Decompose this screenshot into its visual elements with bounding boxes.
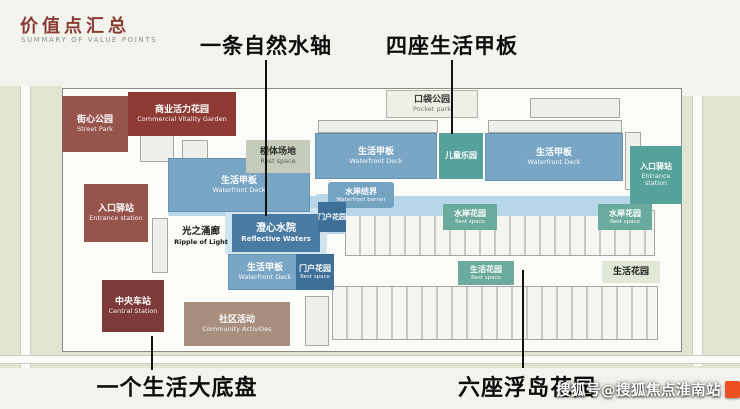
residential-row — [332, 286, 658, 340]
zone-label-en: Community Activities — [202, 324, 272, 333]
zone-label-en: Reflective Waters — [241, 235, 311, 244]
zone-label: 生活甲板 — [357, 146, 394, 157]
callout-line-island-gardens — [522, 270, 524, 368]
zone-label: 光之涌廊 — [181, 226, 220, 238]
zone-commercial-garden: 商业活力花园 Commercial Vitality Garden — [128, 92, 236, 136]
building-footprint — [530, 98, 620, 118]
zone-label-en: Rest space — [455, 218, 485, 225]
road — [692, 96, 703, 366]
zone-label-en: Rest space — [471, 274, 501, 281]
zone-ripple-of-light: 光之涌廊 Ripple of Light — [168, 220, 234, 254]
callout-water-axis: 一条自然水轴 — [200, 34, 332, 58]
zone-label-en: Waterfront Deck — [212, 185, 266, 194]
zone-label: 入口驿站 — [640, 162, 672, 172]
zone-label: 生活花园 — [612, 266, 649, 277]
zone-label-en: Ripple of Light — [174, 238, 228, 247]
callout-life-decks: 四座生活甲板 — [386, 34, 518, 58]
zone-building-site: 楼体场地 Rest space — [246, 140, 310, 173]
zone-label: 商业活力花园 — [154, 104, 209, 115]
zone-label-en: Entrance station — [89, 213, 143, 222]
watermark-text: 搜狐号@搜狐焦点淮南站 — [556, 383, 721, 399]
zone-label: 生活甲板 — [246, 262, 283, 273]
building-footprint — [152, 218, 168, 273]
zone-label-en: Entrance station — [641, 171, 671, 188]
callout-line-life-decks — [451, 60, 453, 134]
landscape-right — [682, 96, 740, 366]
page-subtitle: SUMMARY OF VALUE POINTS — [21, 36, 158, 44]
zone-label-en: Waterfront Deck — [238, 272, 292, 281]
page-title: 价值点汇总 — [20, 16, 130, 37]
zone-street-park: 街心公园 Street Park — [62, 96, 128, 152]
zone-pocket-park: 口袋公园 Pocket park — [386, 90, 478, 118]
zone-label: 入口驿站 — [97, 203, 134, 214]
zone-waterfront-barrier: 水岸结界 Waterfront barrier — [328, 182, 394, 208]
zone-reflective-waters: 澄心水院 Reflective Waters — [232, 214, 320, 252]
building-footprint — [305, 296, 329, 346]
landscape-left — [0, 86, 62, 368]
callout-line-base-plate — [151, 336, 153, 370]
zone-label-en: Waterfront Deck — [527, 157, 581, 166]
callout-base-plate: 一个生活大底盘 — [96, 376, 258, 401]
zone-label-en: Street Park — [77, 124, 113, 133]
zone-life-garden-1: 生活花园 Rest space — [458, 261, 514, 285]
zone-label: 门户花园 — [299, 263, 331, 273]
zone-label-en: Pocket park — [413, 104, 451, 113]
sohu-logo-icon — [725, 381, 740, 398]
zone-label: 口袋公园 — [413, 94, 450, 105]
zone-life-garden-2: 生活花园 — [602, 261, 660, 283]
callout-island-gardens: 六座浮岛花园 — [457, 376, 596, 401]
zone-label-en: Waterfront Deck — [349, 156, 403, 165]
zone-label: 中央车站 — [114, 296, 151, 307]
zone-waterfront-deck-mid: 生活甲板 Waterfront Deck — [315, 133, 437, 179]
zone-label-en: Rest space — [610, 218, 640, 225]
watermark: 搜狐号@搜狐焦点淮南站 — [556, 379, 740, 400]
zone-waterfront-deck-right: 生活甲板 Waterfront Deck — [485, 133, 623, 181]
zone-label: 生活花园 — [470, 264, 502, 274]
zone-label: 生活甲板 — [220, 175, 257, 186]
zone-label-en: Commercial Vitality Garden — [137, 114, 227, 123]
building-footprint — [488, 120, 622, 133]
zone-waterside-garden-2: 水岸花园 Rest space — [598, 204, 652, 230]
zone-label: 水岸花园 — [609, 208, 641, 218]
zone-label-en: Waterfront barrier — [336, 196, 386, 203]
zone-kids-park: 儿童乐园 — [439, 133, 483, 179]
zone-entrance-station-right: 入口驿站 Entrance station — [630, 146, 682, 204]
callout-line-water-axis — [265, 60, 267, 216]
zone-label-en: Rest space — [300, 273, 330, 280]
zone-label-en: Central Station — [108, 306, 158, 315]
zone-waterfront-deck-bottom: 生活甲板 Waterfront Deck — [228, 254, 302, 290]
road — [20, 86, 31, 368]
zone-label-en: Rest space — [260, 157, 296, 166]
road — [0, 355, 740, 364]
zone-community-activities: 社区活动 Community Activities — [184, 302, 290, 346]
zone-entrance-station-left: 入口驿站 Entrance station — [84, 184, 148, 242]
zone-central-station: 中央车站 Central Station — [102, 280, 164, 332]
zone-label: 儿童乐园 — [445, 151, 477, 161]
zone-label: 水岸花园 — [454, 208, 486, 218]
zone-label: 街心公园 — [76, 114, 113, 125]
zone-label: 门户花园 — [318, 212, 346, 221]
zone-waterfront-deck-left: 生活甲板 Waterfront Deck — [168, 158, 310, 212]
zone-label: 水岸结界 — [345, 186, 377, 196]
zone-gateway-garden-small: 门户花园 — [318, 202, 346, 232]
zone-label: 生活甲板 — [535, 147, 572, 158]
zone-waterside-garden-1: 水岸花园 Rest space — [443, 204, 497, 230]
building-footprint — [318, 120, 438, 133]
zone-gateway-garden: 门户花园 Rest space — [296, 254, 334, 290]
zone-label: 澄心水院 — [256, 222, 296, 234]
zone-label: 社区活动 — [218, 314, 255, 325]
zone-label: 楼体场地 — [259, 147, 296, 158]
